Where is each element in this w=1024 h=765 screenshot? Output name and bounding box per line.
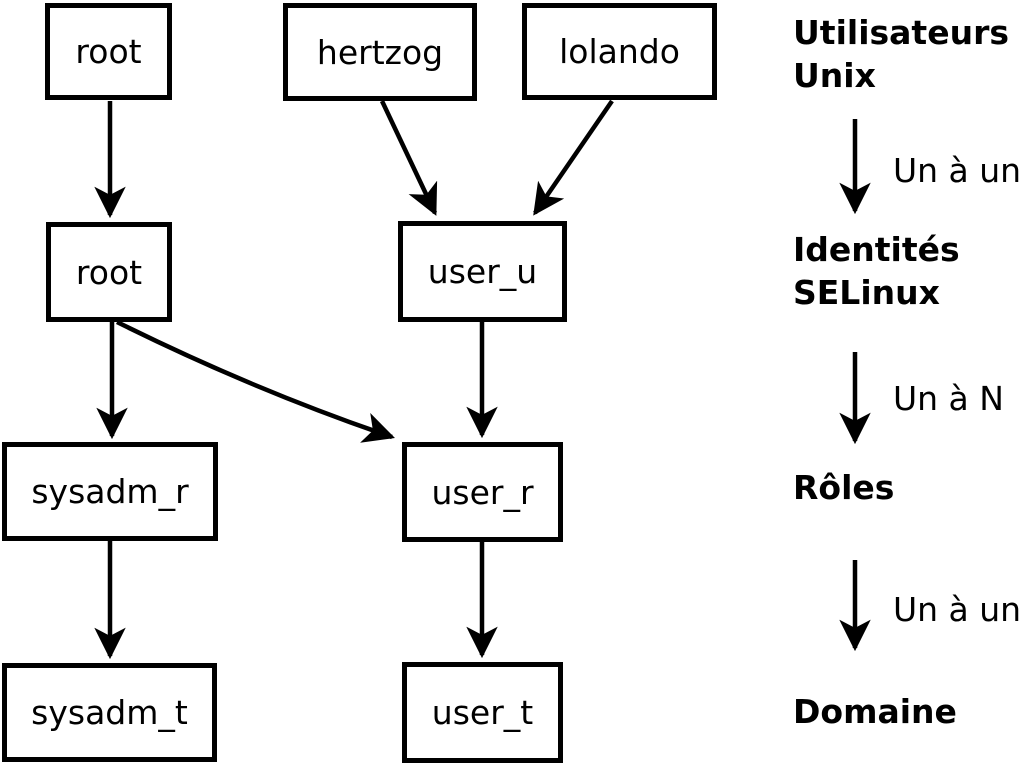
node-label: root	[75, 252, 143, 292]
legend-level-line: Unix	[793, 56, 876, 95]
legend-relation-un-a-un-1: Un à un	[893, 151, 1022, 190]
node-domain-sysadm-t: sysadm_t	[2, 663, 217, 762]
node-label: lolando	[559, 32, 680, 71]
legend-level-utilisateurs-unix: Utilisateurs Unix	[793, 11, 1009, 97]
node-role-sysadm-r: sysadm_r	[2, 442, 218, 541]
node-label: sysadm_r	[31, 472, 189, 511]
edge-selinuxroot-to-user-r	[115, 319, 395, 443]
legend-relation-un-a-un-2: Un à un	[893, 590, 1022, 629]
legend-level-line: Rôles	[793, 468, 895, 507]
legend-level-line: Domaine	[793, 692, 957, 731]
node-unix-lolando: lolando	[522, 3, 717, 100]
legend-relation-un-a-n: Un à N	[893, 379, 1004, 418]
node-unix-hertzog: hertzog	[283, 3, 477, 101]
legend-level-line: Utilisateurs	[793, 13, 1009, 52]
legend-level-identites-selinux: Identités SELinux	[793, 228, 960, 314]
node-selinux-root: root	[46, 222, 172, 322]
node-selinux-user-u: user_u	[398, 221, 567, 322]
node-label: root	[75, 32, 142, 71]
edge-hertzog-to-user-u	[379, 100, 438, 216]
legend-level-line: SELinux	[793, 273, 940, 312]
node-label: user_t	[431, 693, 534, 732]
node-unix-root: root	[45, 3, 172, 100]
node-role-user-r: user_r	[402, 442, 563, 542]
node-domain-user-t: user_t	[402, 662, 563, 763]
node-label: user_r	[431, 472, 534, 512]
node-label: user_u	[427, 252, 538, 291]
legend-level-line: Identités	[793, 230, 960, 269]
legend-level-roles: Rôles	[793, 466, 894, 509]
edge-lolando-to-user-u	[533, 99, 614, 216]
legend-level-domaine: Domaine	[793, 690, 957, 733]
node-label: hertzog	[316, 32, 444, 72]
node-label: sysadm_t	[31, 693, 188, 732]
